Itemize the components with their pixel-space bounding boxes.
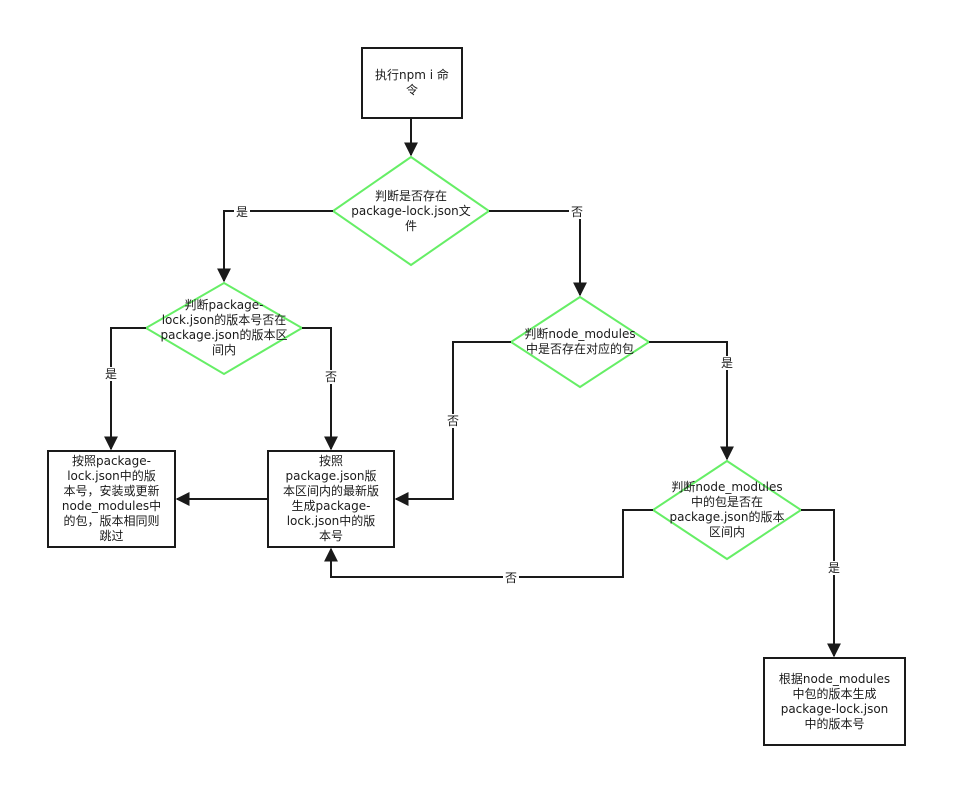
start-box xyxy=(361,47,463,119)
edge-nm-yes xyxy=(649,341,734,461)
gen-by-node-modules-box xyxy=(763,657,906,746)
install-by-lock-label: 按照package- lock.json中的版 本号，安装或更新 node_mo… xyxy=(61,454,162,543)
edge-nm-range-yes xyxy=(801,509,841,658)
edge-lock-yes xyxy=(217,210,333,283)
edge-label-nm-range-yes: 是 xyxy=(826,561,843,575)
edge-lock-range-yes xyxy=(104,327,146,451)
edge-lock-range-no xyxy=(302,327,338,451)
edge-label-nm-range-no: 否 xyxy=(503,571,520,585)
edge-label-lock-yes: 是 xyxy=(234,205,251,219)
edge-label-nm-yes: 是 xyxy=(719,356,736,370)
check-nm-range-diamond xyxy=(651,459,803,561)
edge-label-lock-range-yes: 是 xyxy=(103,367,120,381)
gen-by-node-modules-label: 根据node_modules 中包的版本生成 package-lock.json… xyxy=(778,671,891,731)
check-node-modules-label: 判断node_modules 中是否存在对应的包 xyxy=(524,327,636,356)
edge-label-lock-range-no: 否 xyxy=(323,370,340,384)
check-lock-range-label: 判断package- lock.json的版本号否在 package.json的… xyxy=(160,298,288,357)
gen-by-package-box xyxy=(267,450,395,548)
start-label: 执行npm i 命 令 xyxy=(375,68,449,97)
check-lock-diamond xyxy=(331,155,491,267)
edge-label-lock-no: 否 xyxy=(569,205,586,219)
edge-nm-range-no xyxy=(324,509,653,578)
edge-lock-no xyxy=(489,210,587,297)
check-lock-label: 判断是否存在 package-lock.json文 件 xyxy=(351,188,471,233)
install-by-lock-box xyxy=(47,450,176,548)
edge-label-nm-no: 否 xyxy=(445,414,462,428)
gen-by-package-label: 按照 package.json版 本区间内的最新版 生成package- loc… xyxy=(282,454,379,543)
check-nm-range-label: 判断node_modules 中的包是否在 package.json的版本 区间… xyxy=(669,480,785,539)
check-node-modules-diamond xyxy=(509,295,651,389)
check-lock-range-diamond xyxy=(144,281,304,376)
